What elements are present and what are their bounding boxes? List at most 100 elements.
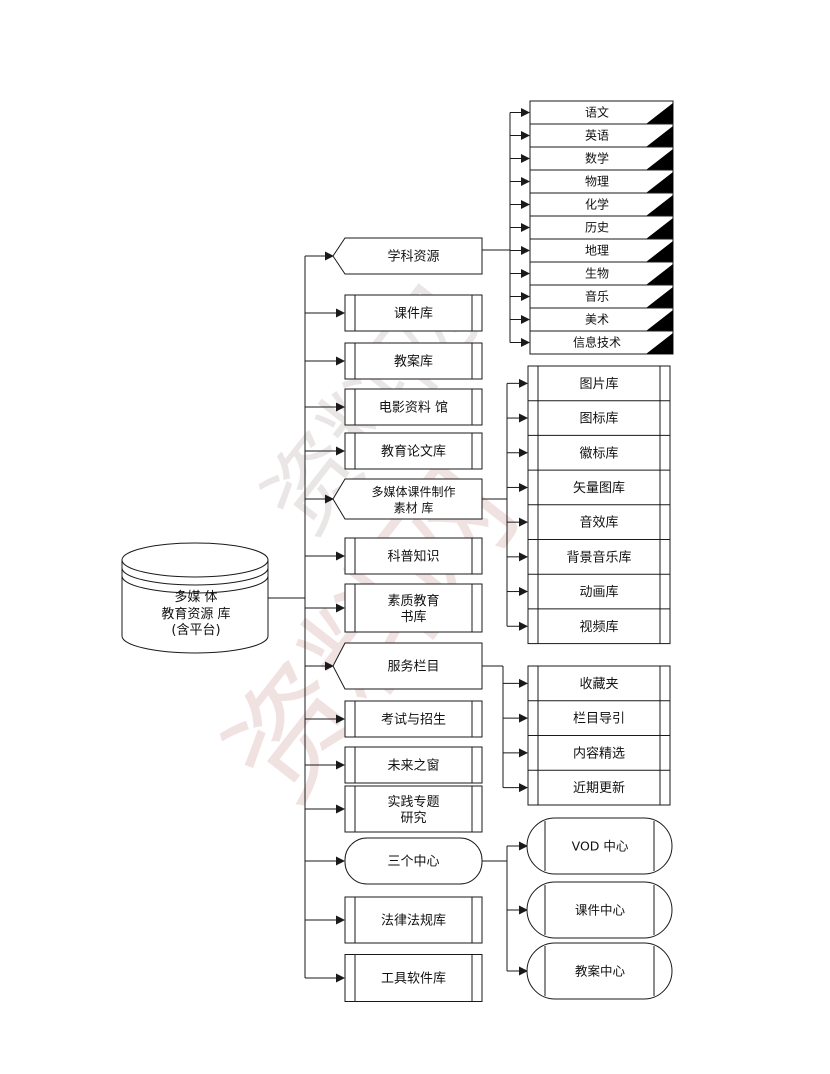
arrowhead-icon (521, 315, 530, 324)
subject-node: 数学 (510, 146, 674, 171)
branch-node: 教案库 (305, 342, 483, 380)
folded-corner-icon (646, 195, 673, 216)
branch-node: 学科资源 (305, 237, 483, 275)
arrowhead-icon (336, 973, 345, 983)
arrowhead-icon (519, 482, 528, 492)
branch-label: 法律法规库 (381, 913, 446, 929)
media-node: 矢量图库 (507, 469, 670, 496)
arrowhead-icon (521, 154, 530, 163)
arrowhead-icon (519, 517, 528, 527)
center-node: VOD 中心 (507, 817, 673, 875)
folded-corner-icon (646, 103, 673, 124)
subject-node: 语文 (510, 100, 674, 125)
folded-corner-icon (646, 287, 673, 308)
folded-corner-icon (646, 241, 673, 262)
arrowhead-icon (336, 804, 345, 814)
arrowhead-icon (336, 356, 345, 366)
branch-node: 未来之窗 (305, 746, 483, 784)
branch-node: 课件库 (305, 294, 483, 332)
arrowhead-icon (336, 714, 345, 724)
subject-label: 物理 (585, 175, 609, 189)
branch-label: 考试与招生 (381, 713, 446, 728)
subject-node: 历史 (510, 215, 674, 240)
arrowhead-icon (336, 551, 345, 561)
arrowhead-icon (336, 402, 345, 412)
subject-label: 地理 (585, 244, 609, 258)
branch-label: 未来之窗 (387, 758, 439, 774)
branch-label: 课件库 (394, 306, 433, 322)
branch-node: 教育论文库 (305, 432, 483, 470)
branch-label: 多媒体课件制作 (371, 485, 455, 499)
subject-label: 语文 (585, 105, 609, 120)
branch-label: 工具软件库 (381, 971, 446, 987)
arrowhead-icon (521, 108, 530, 117)
center-node: 课件中心 (507, 881, 673, 939)
subject-node: 物理 (510, 169, 674, 194)
service-node: 近期更新 (503, 769, 670, 796)
center-node: 教案中心 (507, 942, 673, 1000)
root-node-label: 教育资源 库 (161, 606, 230, 622)
arrowhead-icon (519, 748, 528, 758)
folded-corner-icon (646, 333, 673, 354)
arrowhead-icon (519, 783, 528, 793)
media-label: 音效库 (579, 515, 618, 531)
service-label: 近期更新 (573, 780, 625, 796)
arrowhead-icon (521, 177, 530, 186)
root-node-label: 多媒 体 (174, 589, 217, 605)
arrowhead-icon (519, 448, 528, 458)
arrowhead-icon (325, 494, 334, 504)
subject-node: 信息技术 (510, 330, 674, 355)
arrowhead-icon (521, 338, 530, 347)
service-node: 栏目导引 (503, 700, 670, 727)
subject-label: 音乐 (585, 289, 609, 304)
arrowhead-icon (519, 678, 528, 688)
arrowhead-icon (521, 292, 530, 301)
branch-label: 学科资源 (387, 249, 439, 265)
media-node: 视频库 (507, 608, 670, 635)
branch-node: 三个中心 (305, 837, 483, 885)
media-node: 音效库 (507, 504, 670, 531)
arrowhead-icon (521, 246, 530, 255)
media-node: 动画库 (507, 573, 670, 600)
subject-node: 美术 (510, 307, 674, 332)
folded-corner-icon (646, 126, 673, 147)
folded-corner-icon (646, 264, 673, 285)
subject-label: 历史 (585, 221, 609, 235)
media-label: 视频库 (579, 619, 618, 635)
subject-label: 美术 (585, 313, 609, 327)
arrowhead-icon (336, 446, 345, 456)
arrowhead-icon (336, 760, 345, 770)
subject-label: 生物 (585, 267, 609, 281)
arrowhead-icon (336, 856, 345, 866)
media-node: 图标库 (507, 400, 670, 427)
arrowhead-icon (519, 621, 528, 631)
arrowhead-icon (519, 713, 528, 723)
branch-node: 服务栏目 (305, 642, 483, 690)
media-label: 背景音乐库 (566, 549, 631, 565)
arrowhead-icon (521, 269, 530, 278)
subject-label: 信息技术 (573, 335, 621, 350)
media-label: 动画库 (579, 584, 618, 600)
branch-label: 电影资料 馆 (379, 401, 448, 416)
subject-node: 化学 (510, 192, 674, 217)
arrowhead-icon (336, 915, 345, 925)
branch-label: 三个中心 (387, 855, 439, 870)
branch-label: 教育论文库 (381, 444, 446, 460)
center-label: 教案中心 (575, 964, 626, 979)
branch-label: 素材 库 (394, 500, 434, 515)
media-node: 背景音乐库 (507, 539, 670, 565)
arrowhead-icon (336, 603, 345, 613)
arrowhead-icon (325, 251, 334, 261)
media-node: 图片库 (507, 376, 619, 392)
branch-node: 考试与招生 (305, 700, 483, 738)
branch-label: 研究 (400, 811, 426, 826)
service-label: 收藏夹 (579, 677, 618, 692)
arrowhead-icon (519, 413, 528, 423)
folded-corner-icon (646, 149, 673, 170)
